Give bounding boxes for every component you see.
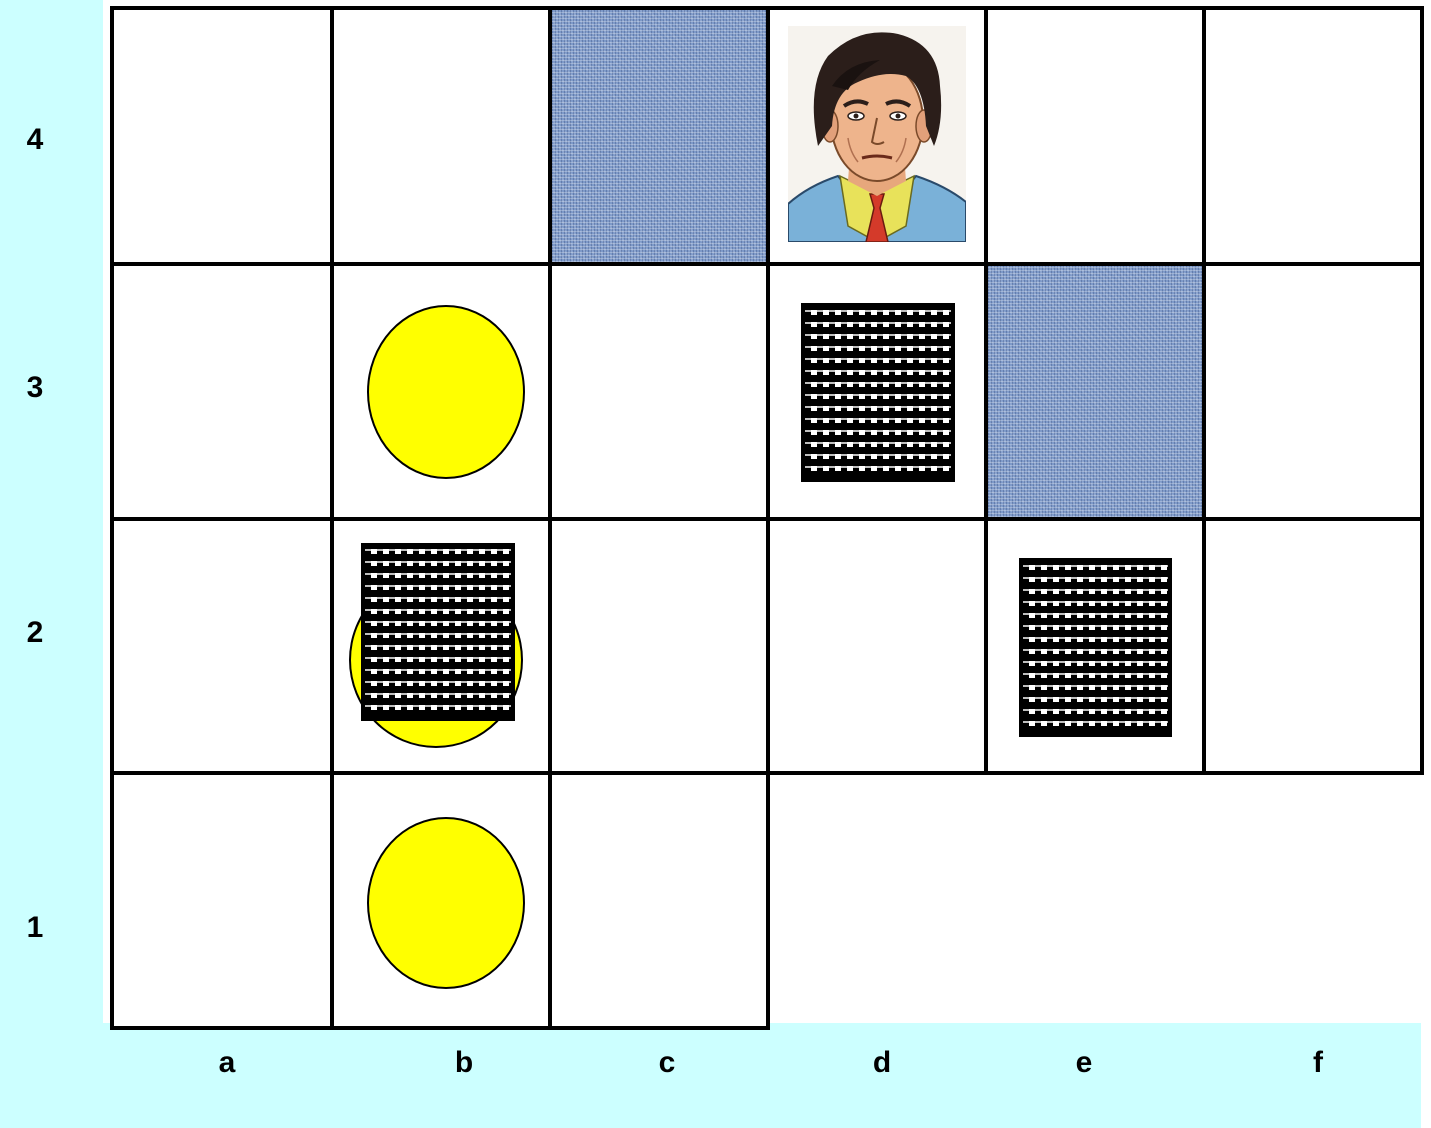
cell-f4[interactable] xyxy=(1204,8,1422,264)
checkered-crate-icon[interactable] xyxy=(361,543,515,721)
file-label-c: c xyxy=(637,1045,697,1081)
rank-label-3: 3 xyxy=(5,370,65,406)
checkered-crate-icon[interactable] xyxy=(1019,558,1172,737)
cell-a2[interactable] xyxy=(112,519,332,773)
rank-label-1: 1 xyxy=(5,910,65,946)
cell-c1[interactable] xyxy=(550,773,768,1028)
yellow-coin-icon[interactable] xyxy=(367,817,525,989)
cell-c2[interactable] xyxy=(550,519,768,773)
grid-line xyxy=(330,6,334,1030)
cell-e4[interactable] xyxy=(986,8,1204,264)
cell-a1[interactable] xyxy=(112,773,332,1028)
man-portrait-icon[interactable] xyxy=(788,26,966,242)
cell-b4[interactable] xyxy=(332,8,550,264)
yellow-coin-icon[interactable] xyxy=(367,305,525,479)
cell-a4[interactable] xyxy=(112,8,332,264)
checkered-crate-icon[interactable] xyxy=(801,303,955,482)
grid-line xyxy=(110,1026,770,1030)
rank-label-strip xyxy=(0,0,103,1128)
rank-label-2: 2 xyxy=(5,615,65,651)
file-label-b: b xyxy=(434,1045,494,1081)
blue-cloth-tile xyxy=(552,10,766,262)
cell-c3[interactable] xyxy=(550,264,768,519)
file-label-f: f xyxy=(1288,1045,1348,1081)
grid-line xyxy=(1202,6,1206,775)
file-label-a: a xyxy=(197,1045,257,1081)
cell-a3[interactable] xyxy=(112,264,332,519)
grid-line xyxy=(110,6,114,1030)
grid-line xyxy=(1420,6,1424,775)
grid-line xyxy=(984,6,988,775)
blue-cloth-tile xyxy=(988,266,1202,517)
cell-f3[interactable] xyxy=(1204,264,1422,519)
grid-line xyxy=(766,6,770,1030)
grid-line xyxy=(548,6,552,1030)
file-label-d: d xyxy=(852,1045,912,1081)
file-label-e: e xyxy=(1054,1045,1114,1081)
rank-label-4: 4 xyxy=(5,122,65,158)
cell-d2[interactable] xyxy=(768,519,986,773)
file-label-strip xyxy=(103,1023,1421,1128)
cell-f2[interactable] xyxy=(1204,519,1422,773)
